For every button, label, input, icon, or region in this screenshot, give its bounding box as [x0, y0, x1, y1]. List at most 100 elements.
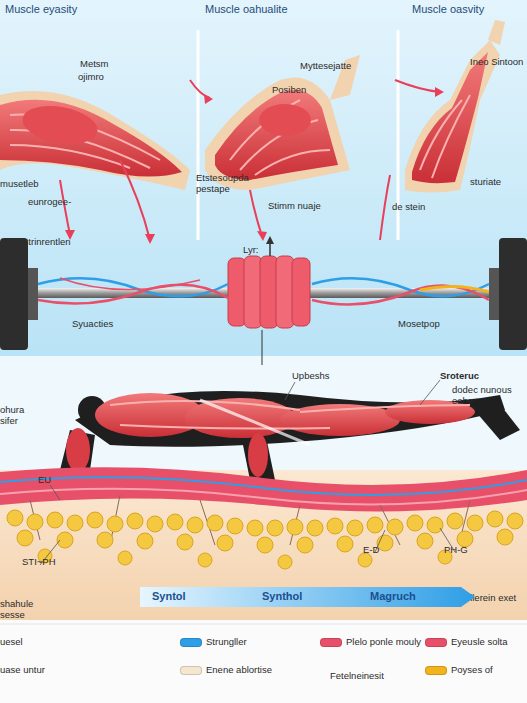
red-arrows-part [190, 80, 210, 98]
barbell-part [266, 236, 274, 244]
arm-panel-two [205, 55, 360, 190]
arm-panel-three [405, 20, 505, 193]
leader-lines-part [50, 485, 60, 500]
arm-panel-three-part [420, 95, 470, 178]
barbell-part [28, 268, 38, 320]
fiber-wires [38, 278, 489, 305]
fat-cells-part [227, 518, 243, 534]
background-part [0, 0, 527, 356]
arm-panel-three-part [488, 20, 505, 45]
leader-lines-part [420, 380, 440, 405]
figure-muscles-part [110, 401, 470, 429]
fiber-wires-part [312, 278, 489, 296]
legend-swatch [425, 638, 447, 647]
fat-cells [7, 510, 523, 569]
arrow-heads [65, 87, 444, 244]
fat-cells-part [467, 515, 483, 531]
fiber-wires-part [420, 286, 489, 292]
arrow-heads-part [435, 87, 444, 97]
fat-cells-part [198, 553, 212, 567]
muscle-layer-part [30, 495, 470, 545]
legend-text: Poyses of [451, 664, 493, 675]
figure-silhouette-part [75, 391, 505, 447]
legend-frame [0, 624, 527, 625]
figure-muscles [66, 393, 475, 477]
barbell-part [292, 258, 310, 326]
fat-cells-part [17, 530, 33, 546]
band-text: Magruch [370, 590, 416, 603]
fat-cells-part [257, 537, 273, 553]
leader-lines [40, 380, 455, 565]
part-label: Lyr: [243, 244, 273, 255]
fat-cells-part [347, 520, 363, 536]
barbell-part [244, 256, 262, 328]
band-shape [140, 587, 475, 607]
legend-text: Plelo ponle mouly [346, 636, 421, 647]
part-label: eunrogee- [28, 196, 108, 207]
muscle-layer-part [0, 467, 527, 511]
arrow-band: SyntolSyntholMagruch [140, 584, 475, 610]
fat-cells-part [7, 510, 23, 526]
barbell-part [276, 256, 294, 328]
band-text: Synthol [262, 590, 302, 603]
legend-frame-part [0, 624, 527, 625]
figure-muscles-part [248, 433, 268, 477]
barbell-part [489, 268, 499, 320]
arm-panel-one [0, 91, 190, 190]
background-part [0, 620, 527, 703]
fat-cells-part [337, 536, 353, 552]
red-arrows-part [380, 175, 390, 240]
red-arrows-part [250, 190, 262, 236]
fat-cells-part [217, 535, 233, 551]
fiber-wires-part [60, 278, 200, 290]
fat-cells-part [367, 517, 383, 533]
fat-cells-part [358, 553, 372, 567]
part-label: ojimro [78, 71, 148, 82]
muscle-layer-part [0, 489, 527, 505]
panel-heading: Muscle oasvity [412, 4, 524, 15]
barbell [0, 236, 527, 365]
part-label: de stein [392, 201, 452, 212]
muscle-layer [0, 467, 527, 545]
part-label: Etstesoupda pestape [196, 172, 276, 194]
fat-cells-part [247, 520, 263, 536]
arrow-heads-part [145, 234, 155, 244]
legend-text: Enene ablortise [206, 664, 272, 675]
arm-panel-one-part [19, 101, 100, 150]
part-label: Metsm [80, 58, 150, 69]
legend-swatch [320, 638, 342, 647]
fiber-wires-part [312, 286, 489, 305]
fat-cells-part [118, 551, 132, 565]
legend-text: Strungller [206, 636, 247, 647]
barbell-part [262, 330, 263, 365]
part-label: shahule sesse [0, 598, 50, 620]
fat-cells-part [127, 513, 143, 529]
figure-muscles-part [200, 400, 310, 445]
fat-cells-part [447, 513, 463, 529]
fat-cells-part [307, 520, 323, 536]
barbell-part [0, 238, 28, 350]
part-label: Upbeshs [292, 370, 362, 381]
figure-silhouette [60, 391, 520, 480]
panel-heading: Muscle eyasity [5, 4, 175, 15]
band-outline [140, 584, 475, 610]
fat-cells-part [207, 515, 223, 531]
barbell-part [260, 256, 278, 328]
part-label: Stimm nuaje [268, 200, 348, 211]
fat-cells-part [417, 533, 433, 549]
legend-text: Eyeusle solta [451, 636, 508, 647]
background-part [197, 30, 200, 240]
muscle-layer-part [0, 477, 527, 495]
fat-cells-part [87, 512, 103, 528]
panel-heading: Muscle oahualite [205, 4, 375, 15]
arrow-heads-part [257, 231, 267, 241]
barbell-part [228, 258, 246, 326]
legend-swatch [180, 638, 202, 647]
barbell-part [499, 238, 527, 350]
fat-cells-part [387, 519, 403, 535]
fat-cells-part [167, 514, 183, 530]
fat-cells-part [97, 532, 113, 548]
fat-cells-part [278, 555, 292, 569]
fat-cells-part [287, 519, 303, 535]
